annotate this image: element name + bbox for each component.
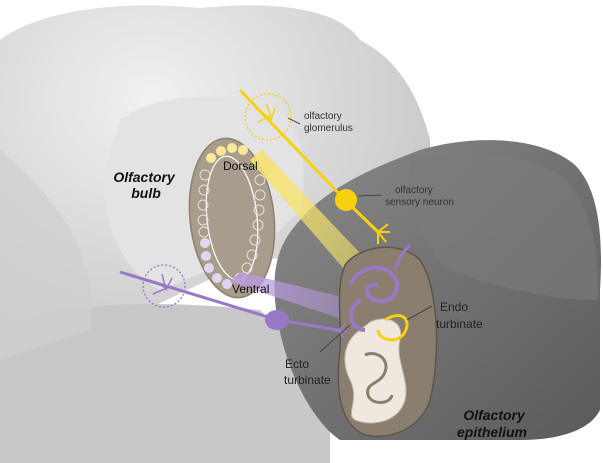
nasal-turbinate-section <box>338 245 436 436</box>
ventral-label: Ventral <box>232 282 269 296</box>
dorsal-label: Dorsal <box>223 159 258 173</box>
olfactory-epithelium-label: Olfactory epithelium <box>457 407 529 440</box>
